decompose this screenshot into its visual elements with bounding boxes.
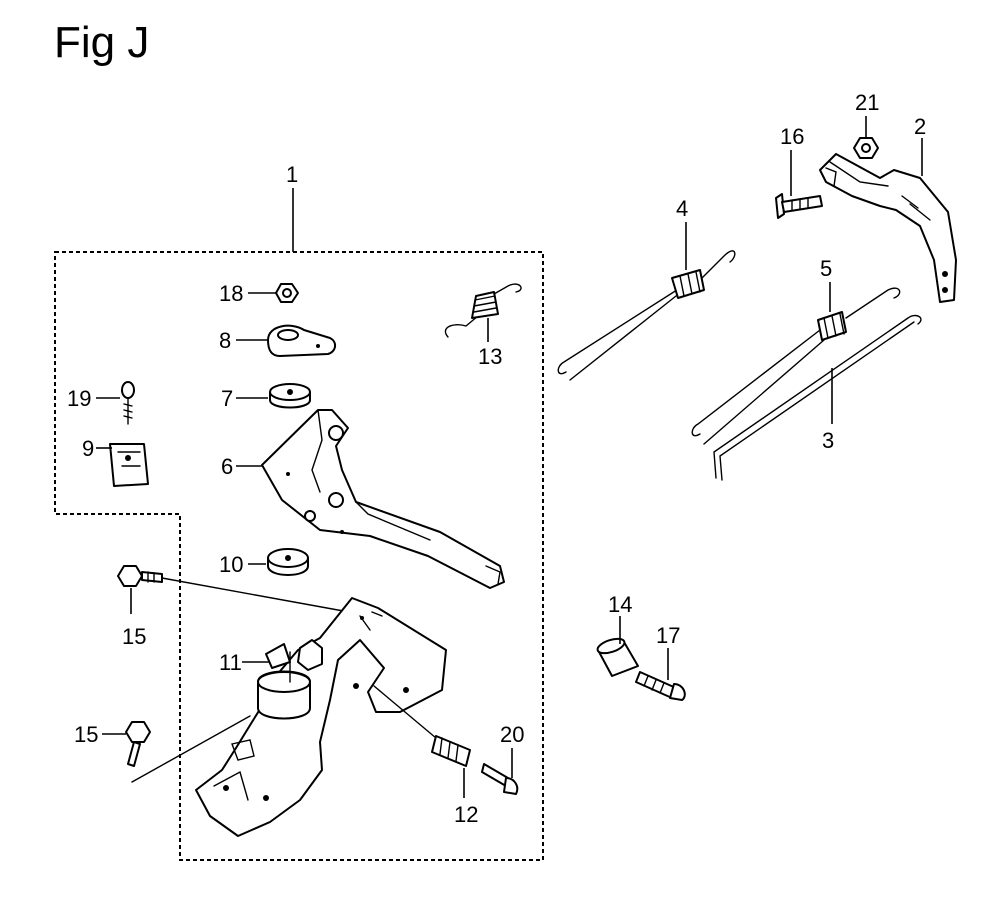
svg-text:19: 19	[67, 386, 91, 411]
callout-8: 8	[219, 328, 267, 353]
part-12-spring	[373, 685, 471, 767]
callout-15-upper: 15	[122, 588, 146, 649]
svg-text:16: 16	[780, 124, 804, 149]
svg-text:4: 4	[676, 196, 688, 221]
callout-9: 9	[82, 436, 112, 461]
callout-13: 13	[478, 318, 502, 369]
assembly-boundary	[54, 251, 544, 861]
svg-text:15: 15	[122, 624, 146, 649]
callout-1: 1	[286, 162, 298, 252]
callout-16: 16	[780, 124, 804, 196]
part-3-rod	[713, 314, 922, 481]
svg-text:6: 6	[221, 454, 233, 479]
part-6-lever	[261, 409, 505, 589]
svg-text:18: 18	[219, 281, 243, 306]
svg-text:12: 12	[454, 802, 478, 827]
callout-6: 6	[221, 454, 262, 479]
callout-5: 5	[820, 256, 832, 312]
part-18-nut	[275, 283, 299, 303]
svg-text:14: 14	[608, 592, 632, 617]
svg-text:9: 9	[82, 436, 94, 461]
callout-3: 3	[822, 368, 834, 453]
part-15-bolt-lower	[125, 715, 251, 783]
part-16-bolt	[775, 193, 823, 219]
callout-7: 7	[221, 386, 268, 411]
part-20-bolt	[481, 763, 519, 795]
callout-15-lower: 15	[74, 722, 126, 747]
svg-text:11: 11	[219, 650, 242, 675]
callout-11: 11	[219, 650, 270, 675]
part-14-collar	[596, 637, 639, 677]
svg-text:7: 7	[221, 386, 233, 411]
part-15-bolt-upper	[117, 565, 361, 615]
part-5-spring	[691, 287, 901, 445]
svg-text:2: 2	[914, 114, 926, 139]
svg-text:3: 3	[822, 428, 834, 453]
callout-21: 21	[855, 90, 879, 138]
callout-14: 14	[608, 592, 632, 644]
callout-18: 18	[219, 281, 276, 306]
part-11-base-plate	[195, 597, 447, 837]
callout-19: 19	[67, 386, 120, 411]
part-4-spring-rod	[557, 250, 736, 381]
part-8-plate	[267, 324, 336, 357]
callout-4: 4	[676, 196, 688, 270]
svg-text:8: 8	[219, 328, 231, 353]
callout-12: 12	[454, 768, 478, 827]
callout-10: 10	[219, 552, 266, 577]
part-9-clip	[109, 443, 149, 487]
svg-text:20: 20	[500, 722, 524, 747]
callout-2: 2	[914, 114, 926, 176]
part-13-spring	[444, 283, 522, 338]
figure-title: Fig J	[54, 18, 150, 67]
svg-text:15: 15	[74, 722, 98, 747]
part-21-nut	[853, 137, 879, 159]
callout-17: 17	[656, 623, 680, 680]
part-7-washer	[269, 383, 311, 409]
svg-text:21: 21	[855, 90, 879, 115]
svg-text:17: 17	[656, 623, 680, 648]
part-2-bracket	[819, 153, 957, 303]
part-17-bolt	[635, 671, 686, 701]
part-10-washer	[267, 548, 309, 576]
callout-20: 20	[500, 722, 524, 778]
svg-text:5: 5	[820, 256, 832, 281]
svg-text:1: 1	[286, 162, 298, 187]
part-19-screw	[121, 381, 135, 425]
svg-text:13: 13	[478, 344, 502, 369]
svg-text:10: 10	[219, 552, 243, 577]
